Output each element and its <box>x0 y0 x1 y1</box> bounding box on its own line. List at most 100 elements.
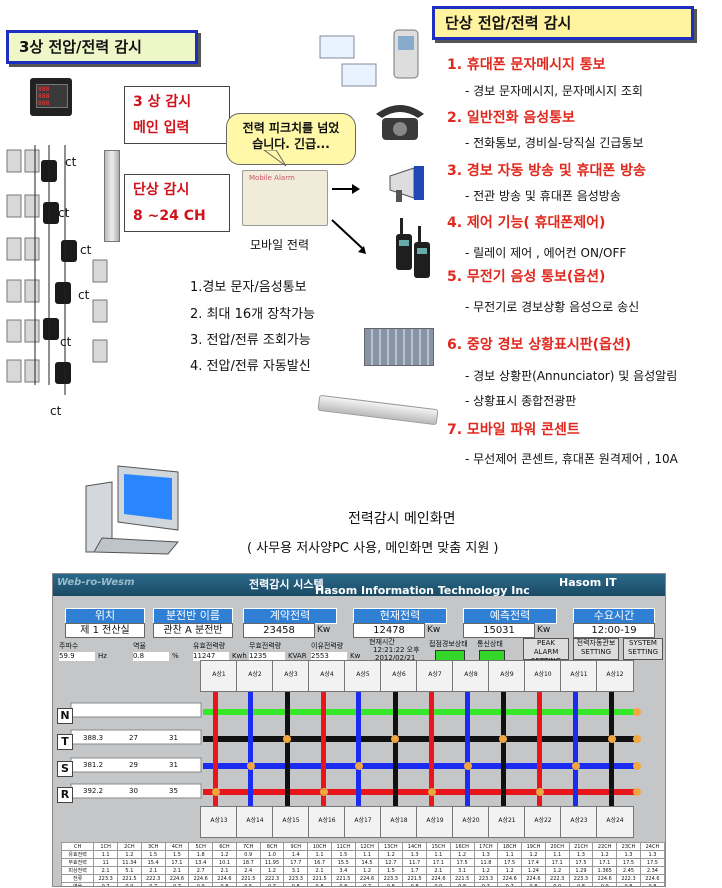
table-cell: 1.3 <box>639 850 665 859</box>
channel-chip-label: A상13 <box>210 817 228 824</box>
channel-chip-label: A상24 <box>606 817 624 824</box>
table-cell: 223.3 <box>93 874 119 883</box>
main-screen-caption: 전력감시 메인화면 <box>348 511 456 527</box>
table-cell: 1.1 <box>93 850 119 859</box>
screen-title: 전력감시 시스템 <box>249 578 324 591</box>
table-cell: 17.5 <box>497 858 523 867</box>
stat-reactive-value: 1235 <box>249 652 285 661</box>
table-cell: 1.2 <box>354 866 380 875</box>
channel-chip: A상24 <box>596 806 634 838</box>
table-cell: 10CH <box>307 842 332 851</box>
stat-other-value: 2553 <box>311 652 347 661</box>
table-cell: 2.1 <box>425 866 451 875</box>
table-cell: 17.7 <box>283 858 309 867</box>
breaker-panel-image <box>6 145 108 395</box>
table-cell: 22CH <box>592 842 618 851</box>
table-cell: 6CH <box>212 842 237 851</box>
table-cell: 0.8 <box>307 882 332 886</box>
table-cell: 1.1 <box>354 850 380 859</box>
table-cell: 0.8 <box>402 882 427 886</box>
channel-chip-label: A상22 <box>534 817 552 824</box>
table-cell: 2.1 <box>307 866 332 875</box>
table-cell: 피상전력 <box>60 866 95 875</box>
table-cell: 224.6 <box>521 874 546 883</box>
channel-chip: A상6 <box>380 660 418 692</box>
channel-chip: A상21 <box>488 806 526 838</box>
table-cell: 18CH <box>497 842 523 851</box>
table-cell: 224.6 <box>354 874 380 883</box>
single-phase-box: 단상 감시 8 ~24 CH <box>124 174 230 232</box>
channel-chip: A상15 <box>272 806 310 838</box>
table-cell: 1.0 <box>259 850 285 859</box>
table-cell: 5CH <box>188 842 214 851</box>
table-cell: 0.7 <box>497 882 523 886</box>
table-cell: 2.1 <box>212 866 237 875</box>
kpi-forecast-unit: Kw <box>537 625 551 635</box>
feature-3: 3. 전압/전류 조회가능 <box>190 333 311 348</box>
screen-logo-left: Web-ro-Wesm <box>57 577 135 588</box>
table-cell: 2.1 <box>140 866 166 875</box>
notify-6-sub-1: - 경보 상황판(Annunciator) 및 음성알림 <box>465 369 678 383</box>
bubble-tail <box>263 150 287 167</box>
ct-label-4: ct <box>78 288 90 302</box>
screen-header: Web-ro-Wesm 전력감시 시스템 Hasom Information T… <box>53 574 665 597</box>
single-phase-line2: 8 ~24 CH <box>133 208 206 224</box>
table-cell: 0.8 <box>616 882 641 886</box>
stat-freq-unit: Hz <box>98 652 107 660</box>
channel-chip-label: A상16 <box>318 817 336 824</box>
channel-chip: A상13 <box>200 806 238 838</box>
table-cell: 1.2 <box>449 850 475 859</box>
table-cell: 0.8 <box>568 882 594 886</box>
table-cell: 1.5 <box>378 866 404 875</box>
channel-chip-label: A상3 <box>284 671 298 678</box>
table-cell: 0.9 <box>425 882 451 886</box>
channel-chip: A상7 <box>416 660 454 692</box>
channel-chip: A상8 <box>452 660 490 692</box>
table-cell: 0.8 <box>212 882 237 886</box>
indicator-comm-label: 통신상태 <box>477 640 503 648</box>
channel-chip: A상4 <box>308 660 346 692</box>
feature-4: 4. 전압/전류 자동발신 <box>190 359 311 374</box>
channel-chip-label: A상10 <box>534 671 552 678</box>
table-cell: 1.5 <box>140 850 166 859</box>
channel-chip: A상16 <box>308 806 346 838</box>
table-cell: CH <box>60 842 95 851</box>
channel-chip-label: A상12 <box>606 671 624 678</box>
single-phase-module-image <box>104 150 120 242</box>
table-cell: 221.5 <box>235 874 261 883</box>
table-cell: 221.5 <box>330 874 356 883</box>
stat-freq-label: 주파수 <box>59 642 79 650</box>
table-cell: 1.365 <box>592 866 618 875</box>
notify-7-sub-1: - 무선제어 콘센트, 휴대폰 원격제어 , 10A <box>465 452 678 466</box>
table-cell: 12CH <box>354 842 380 851</box>
table-cell: 0.8 <box>639 882 665 886</box>
channel-chip-label: A상21 <box>498 817 516 824</box>
table-cell: 1.2 <box>497 866 523 875</box>
table-cell: 0.7 <box>93 882 119 886</box>
table-cell: 224.6 <box>164 874 190 883</box>
notify-4-title: 4. 제어 기능( 휴대폰제어) <box>447 215 606 231</box>
table-cell: 2.7 <box>188 866 214 875</box>
auto-report-setting-button[interactable]: 전력자동관보 SETTING <box>573 638 619 660</box>
table-cell: 3.4 <box>330 866 356 875</box>
table-cell: 224.6 <box>188 874 214 883</box>
table-cell: 2.1 <box>164 866 190 875</box>
system-setting-button[interactable]: SYSTEM SETTING <box>623 638 663 660</box>
table-cell: 1.3 <box>568 850 594 859</box>
table-cell: 전류 <box>60 874 95 883</box>
table-cell: 19CH <box>521 842 546 851</box>
table-cell: 1.24 <box>521 866 546 875</box>
table-cell: 0.9 <box>544 882 570 886</box>
peak-alarm-setting-button[interactable]: PEAK ALARM SETTING <box>523 638 569 665</box>
single-phase-line1: 단상 감시 <box>133 182 190 198</box>
table-cell: 21CH <box>568 842 594 851</box>
table-cell: 0.7 <box>473 882 499 886</box>
left-title: 3상 전압/전력 감시 <box>6 30 198 64</box>
table-cell: 17.5 <box>568 858 594 867</box>
table-cell: 1.1 <box>425 850 451 859</box>
table-cell: 역율 <box>60 882 95 886</box>
table-cell: 1.2 <box>592 850 618 859</box>
table-cell: 11 <box>93 858 119 867</box>
bus-label-n: N <box>57 708 73 724</box>
table-cell: 17CH <box>473 842 499 851</box>
